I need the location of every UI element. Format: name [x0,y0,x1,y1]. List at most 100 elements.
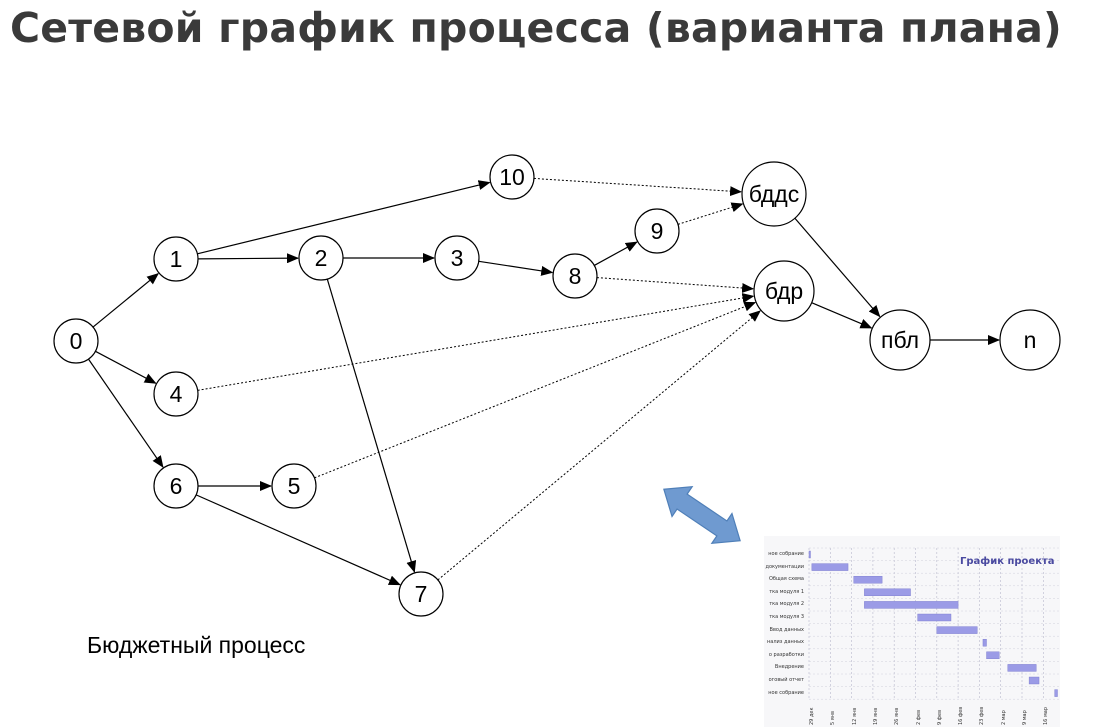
gantt-bar [811,563,849,571]
edge-2-to-7 [326,278,417,573]
gantt-task-label: тка модуля 2 [769,601,804,608]
gantt-bar [853,576,883,584]
gantt-date-label: 29 дек [809,707,815,725]
gantt-date-label: 9 фев [936,709,943,725]
node-circle [634,208,680,254]
edge-bdds-to-pbl [794,217,881,318]
edge-0-to-6 [87,358,164,468]
gantt-date-label: 2 фев [915,709,922,725]
edge-10-to-bdds [533,177,743,197]
gantt-task-label: Внедрение [774,664,804,671]
node-10: 10 [489,154,535,200]
gantt-bar [917,613,952,622]
node-label: бдр [765,278,803,304]
node-9: 9 [634,208,680,254]
node-label: 6 [170,473,183,499]
node-3: 3 [434,235,480,281]
gantt-date-label: 12 янв [851,707,858,725]
gantt-task-label: оговый отчет [768,677,804,683]
node-circle [53,318,99,364]
gantt-task-label: Общая схема [768,576,804,583]
node-label: 9 [651,218,664,244]
gantt-task-label: ное собрание [768,689,804,696]
node-label: бддс [749,181,799,207]
edges-layer [87,177,1000,586]
gantt-bar [1054,689,1058,697]
node-circle [489,154,535,200]
gantt-bar [808,550,811,559]
gantt-date-label: 5 янв [830,711,837,725]
node-label: 3 [451,245,464,271]
gantt-date-label: 23 фев [979,706,986,725]
node-2: 2 [298,235,344,281]
node-0: 0 [53,318,99,364]
node-5: 5 [271,463,317,509]
node-circle [869,309,931,371]
node-7: 7 [398,571,444,617]
node-label: 7 [415,581,428,607]
node-label: 1 [170,246,183,272]
gantt-date-label: 26 янв [894,707,901,725]
gantt-bar [1007,664,1037,672]
node-circle [741,161,807,227]
edge-9-to-bdds [677,202,744,225]
edge-8-to-9 [593,241,638,266]
budget-process-caption: Бюджетный процесс [87,632,306,658]
gantt-bar [864,601,959,609]
nodes-layer: 0 1 2 3 4 5 6 7 8 9 10 бддс бдр пбл n [53,154,1061,617]
node-label: 10 [499,164,525,190]
node-label: пбл [881,327,919,353]
gantt-task-label: ное собрание [768,551,804,557]
gantt-task-label: тка модуля 1 [769,588,804,595]
node-circle [753,260,815,322]
node-circle [398,571,444,617]
node-label: 5 [288,473,301,499]
edge-8-to-bdr [596,277,755,293]
gantt-task-label: документации [765,563,805,570]
edge-3-to-8 [478,260,554,276]
gantt-task-label: о разработки [768,651,804,658]
node-bdr: бдр [753,260,815,322]
node-bdds: бддс [741,161,807,227]
edge-0-to-4 [95,350,157,384]
gantt-task-label: тка модуля 3 [769,614,804,620]
gantt-date-label: 9 мар [1022,710,1028,725]
edge-4-to-bdr [197,293,755,391]
node-circle [434,235,480,281]
gantt-title: График проекта [960,556,1055,567]
node-8: 8 [552,253,598,299]
node-4: 4 [153,371,199,417]
gantt-bar [1028,676,1040,685]
gantt-task-label: Ввод данных [769,626,804,633]
double-arrow-icon [663,485,741,545]
gantt-grid [808,547,1060,700]
edge-1-to-10 [197,180,491,255]
edge-0-to-1 [92,272,159,328]
node-n: n [999,309,1061,371]
node-label: 2 [315,245,328,271]
node-circle [153,236,199,282]
gantt-date-label: 16 мар [1043,707,1050,725]
edge-1-to-2 [197,253,300,264]
gantt-bar [982,638,987,647]
node-circle [153,463,199,509]
node-circle [271,463,317,509]
gantt-date-label: 2 мар [1000,710,1007,725]
gantt-bar [986,651,1000,660]
node-label: 8 [569,263,582,289]
edge-bdr-to-pbl [811,302,873,329]
gantt-task-label: нализ данных [767,639,804,646]
node-label: 0 [70,328,83,354]
node-circle [153,371,199,417]
edge-6-to-7 [195,494,401,586]
node-label: n [1024,327,1037,353]
node-pbl: пбл [869,309,931,371]
node-1: 1 [153,236,199,282]
node-circle [298,235,344,281]
gantt-bar [864,588,911,596]
node-6: 6 [153,463,199,509]
edge-5-to-bdr [314,301,757,479]
edge-7-to-bdr [437,310,761,581]
